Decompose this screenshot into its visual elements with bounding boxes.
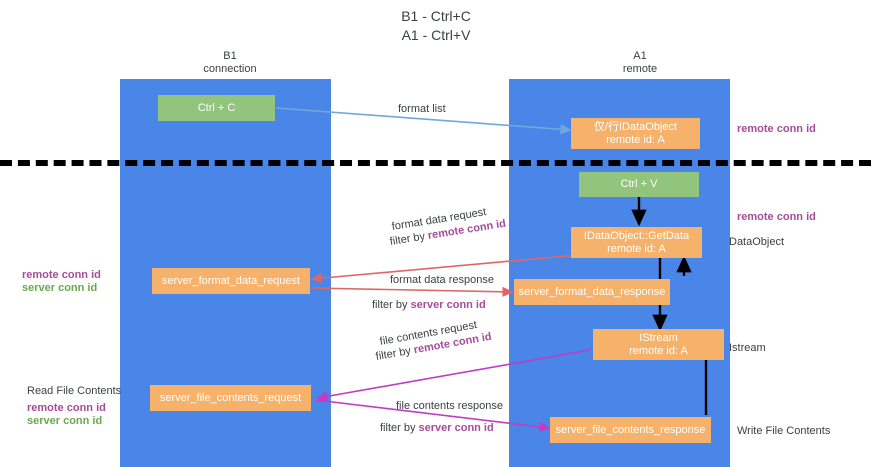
node-istream-sublabel: remote id: A [629, 344, 688, 357]
node-server-file-contents-response[interactable]: server_file_contents_response [550, 417, 711, 443]
node-server-format-data-response[interactable]: server_format_data_response [514, 279, 670, 305]
node-ctrl-v[interactable]: Ctrl + V [579, 172, 699, 197]
side-label-write-file-contents: Write File Contents [737, 425, 831, 437]
filter-key-server-conn-id: server conn id [418, 422, 494, 434]
side-label-remote-conn-id-mid: remote conn id [737, 211, 816, 223]
node-idataobject-getdata[interactable]: IDataObject::GetData remote id: A [571, 227, 702, 258]
node-ctrl-c[interactable]: Ctrl + C [158, 95, 275, 121]
side-label-dataobject: DataObject [729, 236, 785, 248]
side-label-remote-conn-id-top: remote conn id [737, 123, 816, 135]
filter-by-prefix: filter by [372, 299, 411, 311]
edge-label-format-list: format list [398, 103, 446, 115]
filter-by-prefix: filter by [380, 422, 419, 434]
node-getdata-sublabel: remote id: A [607, 242, 666, 255]
node-ctrl-v-label: Ctrl + V [620, 178, 658, 190]
diagram-title-line1: B1 - Ctrl+C [401, 8, 471, 24]
node-server-file-contents-response-label: server_file_contents_response [555, 423, 706, 436]
side-label-read-file-contents: Read File Contents [27, 385, 122, 397]
filter-key-server-conn-id: server conn id [410, 299, 486, 311]
edge-label-file-contents-response-filter: filter by server conn id [380, 422, 494, 435]
node-server-file-contents-request[interactable]: server_file_contents_request [150, 385, 311, 411]
node-server-file-contents-request-label: server_file_contents_request [159, 391, 302, 404]
node-server-format-data-request-label: server_format_data_request [161, 274, 301, 287]
node-idataobject[interactable]: 仅/行IDataObject remote id: A [571, 118, 700, 149]
node-istream[interactable]: IStream remote id: A [593, 329, 724, 360]
node-getdata-label: IDataObject::GetData [583, 229, 690, 242]
side-label-left-server-conn-id-mid: server conn id [22, 282, 98, 294]
side-label-left-server-conn-id-bot: server conn id [27, 415, 103, 427]
lane-title-a1: A1 remote [622, 50, 658, 75]
lane-title-b1: B1 connection [203, 50, 257, 75]
diagram-title-line2: A1 - Ctrl+V [401, 27, 471, 43]
node-istream-label: IStream [639, 331, 678, 344]
node-idataobject-sublabel: remote id: A [606, 133, 665, 146]
section-separator [0, 160, 871, 166]
node-server-format-data-response-label: server_format_data_response [518, 285, 666, 298]
side-label-left-remote-conn-id-bot: remote conn id [27, 402, 106, 414]
node-server-format-data-request[interactable]: server_format_data_request [152, 268, 310, 294]
edge-label-format-data-response-filter: filter by server conn id [372, 299, 486, 312]
side-label-istream: Istream [729, 342, 766, 354]
node-ctrl-c-label: Ctrl + C [197, 101, 236, 114]
node-idataobject-label: 仅/行IDataObject [593, 120, 678, 133]
edge-label-format-data-response: format data response [390, 274, 494, 286]
side-label-left-remote-conn-id-mid: remote conn id [22, 269, 101, 281]
edge-label-file-contents-response: file contents response [396, 400, 504, 412]
